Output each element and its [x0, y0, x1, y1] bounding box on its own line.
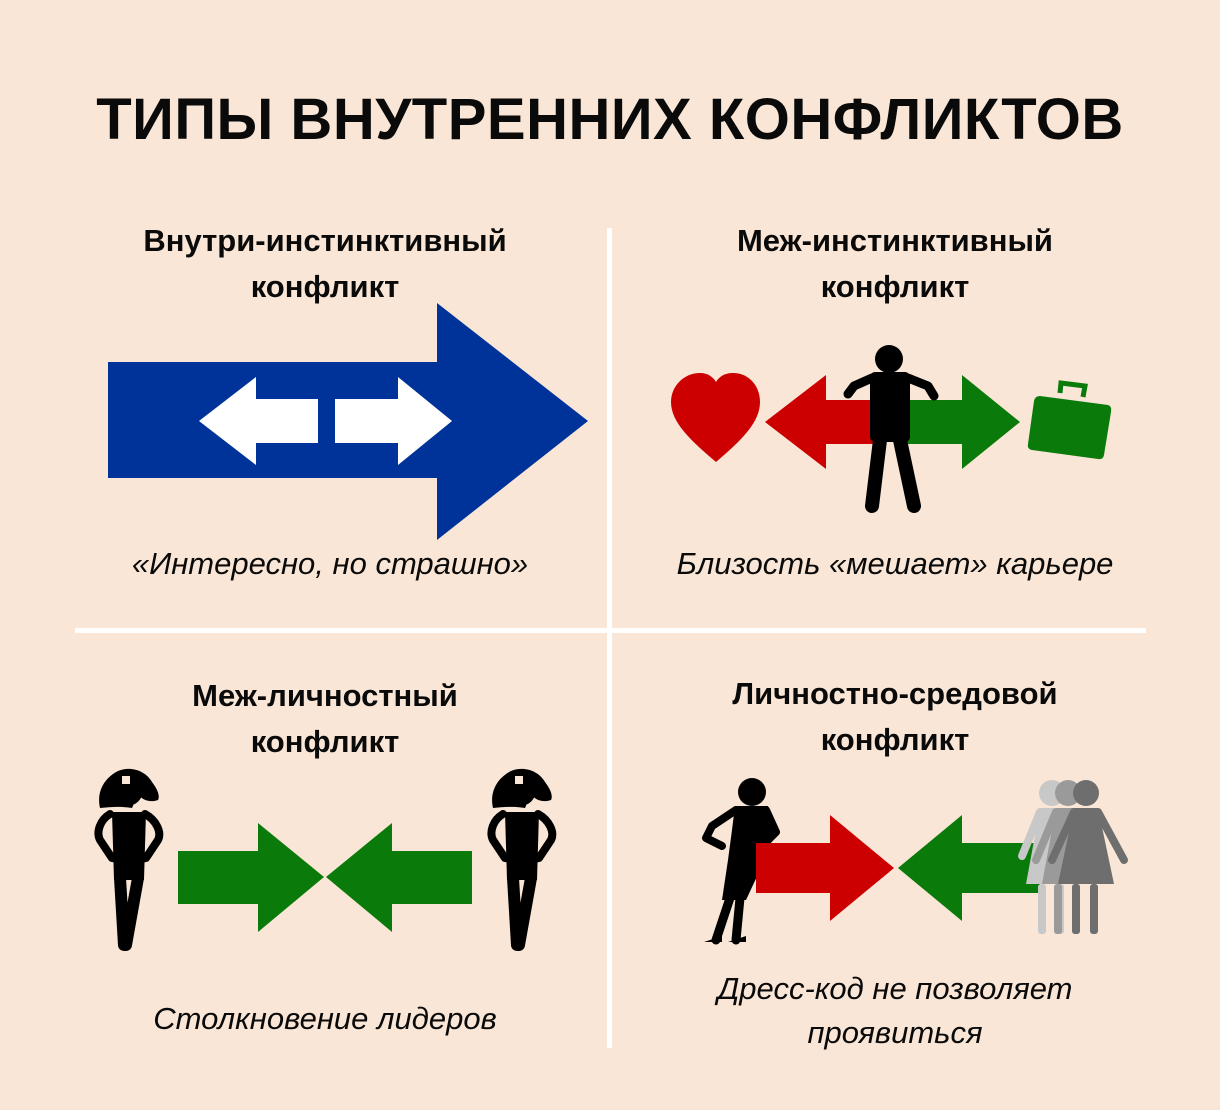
heart-icon — [671, 373, 760, 462]
white-double-arrow-icon — [199, 377, 452, 465]
red-arrow-icon — [765, 375, 880, 469]
page-title: ТИПЫ ВНУТРЕННИХ КОНФЛИКТОВ — [96, 87, 1124, 152]
green-arrows-collide-icon — [178, 823, 472, 932]
woman-posing-icon — [702, 778, 780, 945]
horizontal-divider — [75, 628, 1146, 633]
green-arrow-icon — [905, 375, 1020, 469]
girl-icon — [94, 768, 164, 951]
quadrant-2-caption: Близость «мешает» карьере — [676, 546, 1114, 581]
vertical-divider — [607, 228, 612, 1048]
person-icon — [843, 345, 939, 513]
women-group-icon — [1018, 780, 1128, 934]
quadrant-3-caption: Столкновение лидеров — [153, 1001, 497, 1036]
red-arrow-icon — [756, 815, 894, 921]
quadrant-1-caption: «Интересно, но страшно» — [131, 546, 529, 581]
green-arrow-icon — [898, 815, 1040, 921]
briefcase-icon — [1027, 380, 1112, 460]
girl-icon — [487, 768, 557, 951]
